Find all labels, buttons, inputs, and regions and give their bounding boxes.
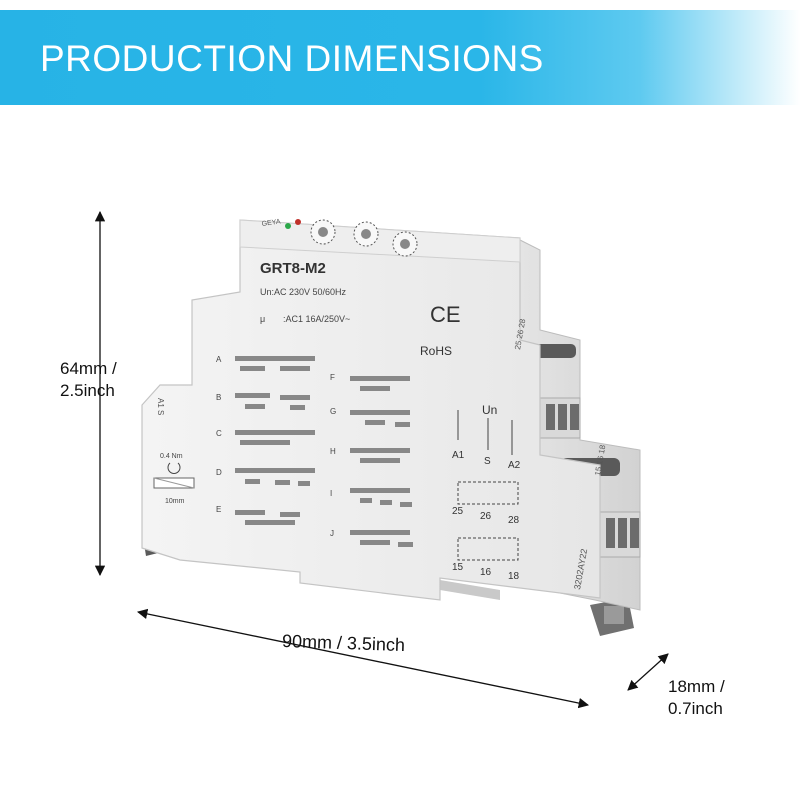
depth-mm: 18mm / <box>668 677 725 696</box>
timing-diagrams: A B C D E F G H I J <box>216 355 413 547</box>
knob-3-icon <box>392 231 418 257</box>
terminal-28: 28 <box>508 515 520 526</box>
torque-info: 0.4 Nm 10mm <box>153 453 195 505</box>
banner-title: PRODUCTION DIMENSIONS <box>40 38 544 79</box>
ce-mark: CE <box>430 302 461 327</box>
svg-text:B: B <box>216 393 221 402</box>
svg-text:F: F <box>330 373 335 382</box>
model-label: GRT8-M2 <box>260 260 326 277</box>
svg-text:10mm: 10mm <box>165 498 185 505</box>
svg-text:C: C <box>216 429 222 438</box>
terminal-s: S <box>484 456 491 467</box>
knob-2-icon <box>353 221 379 247</box>
svg-text:GEYA: GEYA <box>261 218 281 228</box>
svg-text:A: A <box>216 355 222 364</box>
svg-text:0.4 Nm: 0.4 Nm <box>160 453 183 460</box>
svg-text:D: D <box>216 468 222 477</box>
terminal-16: 16 <box>480 567 492 578</box>
un-label: Un <box>482 403 497 417</box>
mu-symbol: μ <box>260 314 265 324</box>
terminal-a2: A2 <box>508 460 521 471</box>
terminal-26: 26 <box>480 511 492 522</box>
svg-text:E: E <box>216 505 221 514</box>
depth-arrow <box>627 653 669 691</box>
top-terminal-left: A1 S <box>156 398 165 415</box>
svg-text:G: G <box>330 407 336 416</box>
svg-text:J: J <box>330 529 334 538</box>
contact-label: :AC1 16A/250V~ <box>283 314 350 324</box>
width-arrow <box>136 608 590 709</box>
svg-text:I: I <box>330 489 332 498</box>
rohs-label: RoHS <box>420 344 452 358</box>
voltage-label: Un:AC 230V 50/60Hz <box>260 287 347 297</box>
terminal-18: 18 <box>508 571 520 582</box>
depth-inch: 0.7inch <box>668 699 723 718</box>
terminal-a1: A1 <box>452 450 465 461</box>
circuit-schematic <box>457 410 519 561</box>
knob-1-icon <box>310 219 336 245</box>
terminal-25: 25 <box>452 506 464 517</box>
header-banner: PRODUCTION DIMENSIONS <box>0 10 800 105</box>
depth-dimension-label: 18mm / 0.7inch <box>668 676 725 720</box>
top-module: GEYA <box>239 218 521 263</box>
terminal-15: 15 <box>452 562 464 573</box>
svg-text:H: H <box>330 447 336 456</box>
